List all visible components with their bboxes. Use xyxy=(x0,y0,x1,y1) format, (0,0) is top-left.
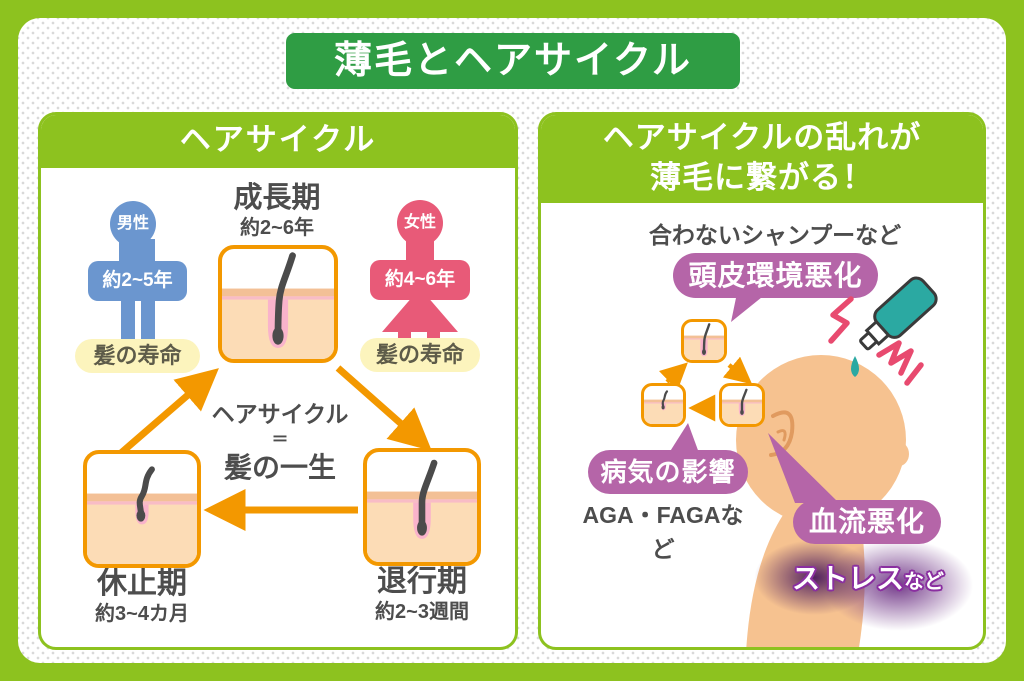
male-lifespan-caption: 髪の寿命 xyxy=(75,339,200,373)
mini-growth-follicle-illustration xyxy=(681,319,727,363)
hair-loss-panel: ヘアサイクルの乱れが 薄毛に繋がる！ xyxy=(538,112,986,650)
regression-follicle-icon xyxy=(367,459,477,562)
rest-phase-label: 休止期 約3~4カ月 xyxy=(83,567,201,627)
mini-growth-follicle-icon xyxy=(684,323,724,360)
stress-note-main: ストレス xyxy=(791,563,904,594)
center-note-line3: 髪の一生 xyxy=(223,452,336,483)
shampoo-bottle-icon xyxy=(828,276,938,386)
regression-phase-duration: 約2~3週間 xyxy=(375,601,469,623)
aga-faga-note: AGA・FAGAなど xyxy=(582,502,744,562)
female-figure-icon: 女性 約4~6年 髪の寿命 xyxy=(360,200,480,372)
growth-phase-duration: 約2~6年 xyxy=(240,217,314,239)
regression-phase-name: 退行期 xyxy=(377,565,467,598)
stress-note-suffix: など xyxy=(904,571,944,593)
shampoo-note: 合わないシャンプーなど xyxy=(648,222,902,248)
mini-rest-follicle-illustration xyxy=(641,383,686,427)
cycle-equals-life-note: ヘアサイクル ＝ 髪の一生 xyxy=(185,399,375,485)
stress-note: ストレスなど xyxy=(763,557,973,597)
right-panel-header-line2: 薄毛に繋がる！ xyxy=(650,160,874,195)
center-note-line1: ヘアサイクル xyxy=(211,401,349,427)
scalp-environment-badge: 頭皮環境悪化 xyxy=(673,253,878,298)
male-figure-icon: 男性 約2~5年 髪の寿命 xyxy=(75,201,200,373)
rest-phase-duration: 約3~4カ月 xyxy=(95,603,189,625)
rest-follicle-illustration xyxy=(83,450,201,568)
female-lifespan-caption: 髪の寿命 xyxy=(360,338,480,372)
male-lifespan-badge: 約2~5年 xyxy=(88,261,187,301)
regression-phase-label: 退行期 約2~3週間 xyxy=(363,565,481,625)
female-lifespan-badge: 約4~6年 xyxy=(370,260,470,300)
growth-follicle-illustration xyxy=(218,245,338,363)
left-panel-header: ヘアサイクル xyxy=(41,115,515,168)
rest-follicle-icon xyxy=(87,466,197,564)
mini-regression-follicle-icon xyxy=(722,388,762,424)
growth-phase-name: 成長期 xyxy=(233,182,321,214)
center-note-line2: ＝ xyxy=(271,430,289,449)
right-panel-header: ヘアサイクルの乱れが 薄毛に繋がる！ xyxy=(541,115,983,203)
growth-phase-label: 成長期 約2~6年 xyxy=(177,181,377,241)
mini-regression-follicle-illustration xyxy=(719,383,765,427)
rest-phase-name: 休止期 xyxy=(97,567,187,600)
disease-influence-badge: 病気の影響 xyxy=(588,450,748,494)
mini-rest-follicle-icon xyxy=(644,390,683,424)
regression-follicle-illustration xyxy=(363,448,481,566)
right-panel-header-line1: ヘアサイクルの乱れが xyxy=(602,120,922,155)
growth-follicle-icon xyxy=(222,252,334,359)
blood-flow-badge: 血流悪化 xyxy=(793,500,941,544)
hair-cycle-panel: ヘアサイクル 成長期 約2~6年 xyxy=(38,112,518,650)
page-title: 薄毛とヘアサイクル xyxy=(286,33,740,89)
